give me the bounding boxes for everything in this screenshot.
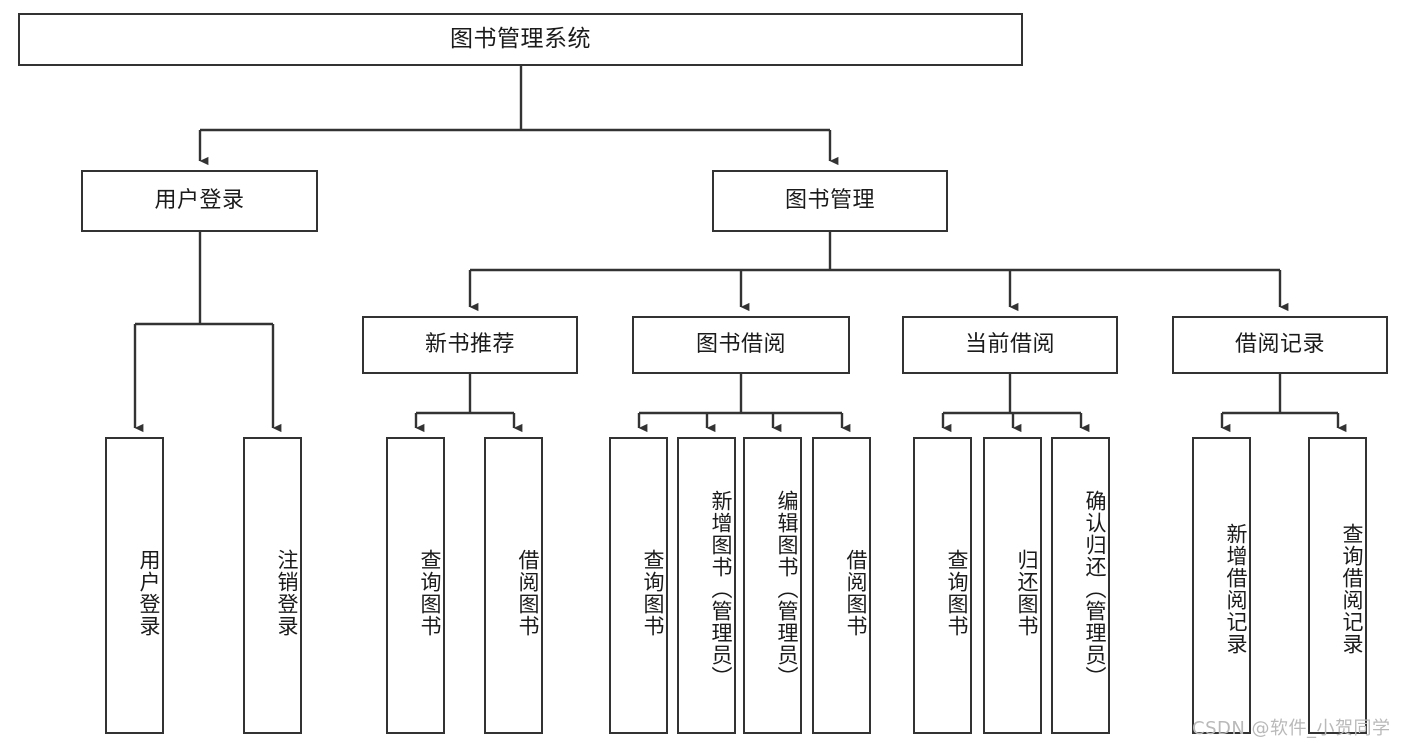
node-leaf-edit-book[interactable]: 编辑图书（管理员）: [743, 437, 802, 734]
node-leaf-user-login[interactable]: 用户登录: [105, 437, 164, 734]
node-label: 借阅图书: [516, 548, 540, 637]
node-new-book-rec[interactable]: 新书推荐: [362, 316, 578, 374]
node-leaf-query-record[interactable]: 查询借阅记录: [1308, 437, 1367, 734]
node-label: 新增借阅记录: [1224, 522, 1248, 655]
node-label: 当前借阅: [964, 331, 1055, 357]
node-label: 图书借阅: [695, 331, 786, 357]
node-leaf-borrow-book-1[interactable]: 借阅图书: [484, 437, 543, 734]
node-label: 图书管理: [784, 187, 875, 213]
node-leaf-query-book-3[interactable]: 查询图书: [913, 437, 972, 734]
node-root[interactable]: 图书管理系统: [18, 13, 1023, 66]
node-book-manage[interactable]: 图书管理: [712, 170, 948, 232]
node-label: 图书管理系统: [450, 25, 591, 52]
node-leaf-query-book-1[interactable]: 查询图书: [386, 437, 445, 734]
node-label: 归还图书: [1015, 548, 1039, 637]
node-label: 用户登录: [154, 187, 245, 213]
node-book-borrow[interactable]: 图书借阅: [632, 316, 850, 374]
node-borrow-record[interactable]: 借阅记录: [1172, 316, 1388, 374]
node-label: 查询图书: [641, 548, 665, 637]
node-leaf-return-book[interactable]: 归还图书: [983, 437, 1042, 734]
node-leaf-query-book-2[interactable]: 查询图书: [609, 437, 668, 734]
node-label: 用户登录: [137, 548, 161, 637]
node-label: 注销登录: [275, 548, 299, 637]
node-label: 查询图书: [945, 548, 969, 637]
node-leaf-add-book[interactable]: 新增图书（管理员）: [677, 437, 736, 734]
node-label: 确认归还（管理员）: [1083, 489, 1107, 688]
node-label: 新增图书（管理员）: [709, 489, 733, 688]
node-label: 借阅图书: [844, 548, 868, 637]
node-user-login[interactable]: 用户登录: [81, 170, 318, 232]
node-label: 编辑图书（管理员）: [775, 489, 799, 688]
node-label: 借阅记录: [1234, 331, 1325, 357]
csdn-watermark: CSDN @软件_小贺同学: [1192, 718, 1391, 739]
node-label: 查询借阅记录: [1340, 522, 1364, 655]
node-label: 查询图书: [418, 548, 442, 637]
node-current-borrow[interactable]: 当前借阅: [902, 316, 1118, 374]
node-leaf-borrow-book-2[interactable]: 借阅图书: [812, 437, 871, 734]
node-leaf-confirm-return[interactable]: 确认归还（管理员）: [1051, 437, 1110, 734]
node-leaf-add-record[interactable]: 新增借阅记录: [1192, 437, 1251, 734]
node-leaf-logout[interactable]: 注销登录: [243, 437, 302, 734]
node-label: 新书推荐: [424, 331, 515, 357]
